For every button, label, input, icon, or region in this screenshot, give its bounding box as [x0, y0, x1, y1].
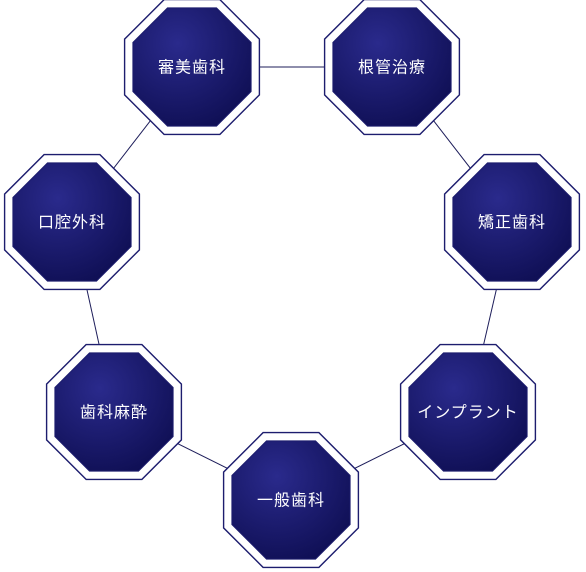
- node-shape: [231, 440, 351, 560]
- node-implant: インプラント: [399, 343, 537, 481]
- node-kyosei: 矯正歯科: [443, 153, 581, 291]
- node-shape: [332, 7, 452, 127]
- node-shape: [408, 352, 528, 472]
- node-konkan: 根管治療: [323, 0, 461, 136]
- node-label-masui: 歯科麻酔: [80, 403, 148, 422]
- node-shape: [12, 162, 132, 282]
- node-ippan: 一般歯科: [222, 431, 360, 569]
- node-label-implant: インプラント: [417, 403, 519, 422]
- node-shape: [132, 7, 252, 127]
- node-label-koku: 口腔外科: [38, 213, 106, 232]
- node-label-kyosei: 矯正歯科: [478, 213, 546, 232]
- node-masui: 歯科麻酔: [45, 343, 183, 481]
- node-label-ippan: 一般歯科: [257, 491, 325, 510]
- node-shape: [452, 162, 572, 282]
- node-label-konkan: 根管治療: [358, 58, 426, 77]
- node-koku: 口腔外科: [3, 153, 141, 291]
- node-shinbi: 審美歯科: [123, 0, 261, 136]
- node-label-shinbi: 審美歯科: [158, 58, 226, 77]
- node-shape: [54, 352, 174, 472]
